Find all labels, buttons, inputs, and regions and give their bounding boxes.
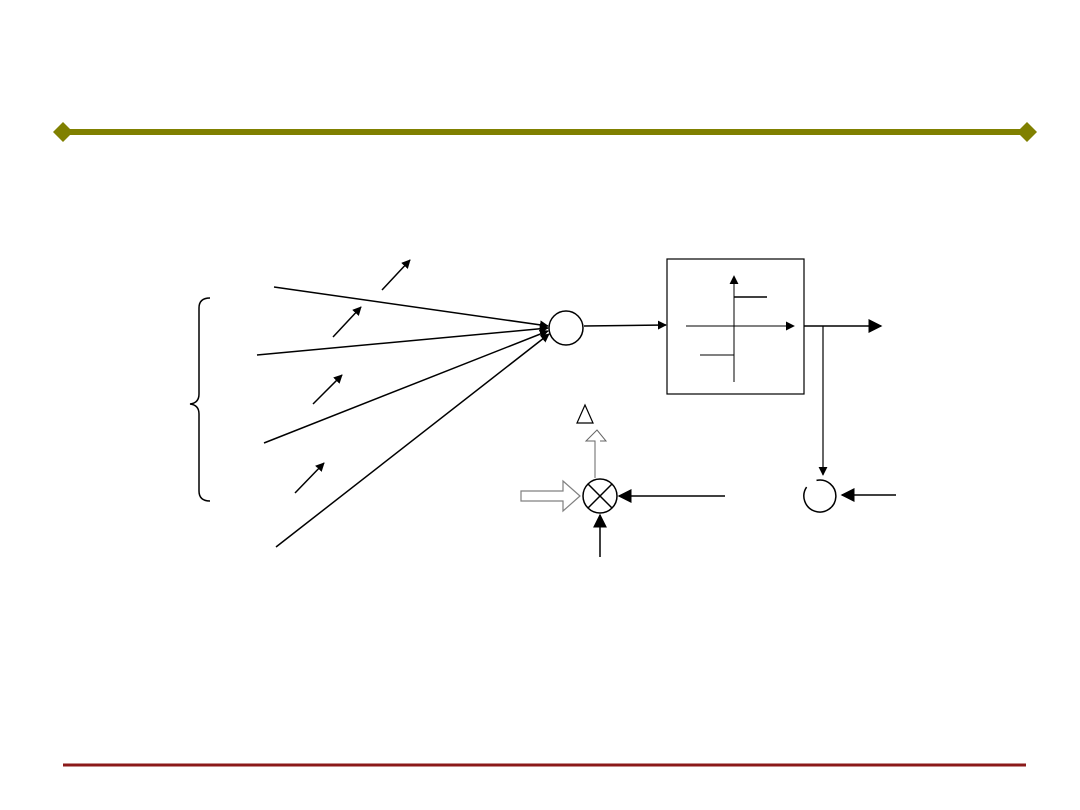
input-line-1 [273,286,549,330]
weight-arrow-icon [312,374,343,405]
multiplier-cross-b [587,483,613,509]
title-rule [53,122,1037,142]
right-diamond-icon [1017,122,1037,142]
input-line-4 [275,333,550,548]
hollow-input-arrow-icon [520,479,581,513]
multiplier-junction [582,478,618,514]
output-comparator-circle [803,479,837,513]
input-brace [189,297,211,502]
delta-triangle-icon [576,403,594,424]
left-diamond-icon [53,122,73,142]
weight-arrow-icon [332,306,362,338]
input-lines [256,286,550,548]
weight-arrows [294,259,411,494]
delta-thin-arrow-icon [584,429,608,478]
weight-arrow-icon [381,259,411,291]
activation-box [666,258,805,395]
weight-arrow-icon [294,462,325,494]
summing-junction [548,310,584,346]
input-line-2 [256,324,549,356]
sum-to-activation-arrow [583,320,667,330]
input-line-3 [263,329,549,444]
